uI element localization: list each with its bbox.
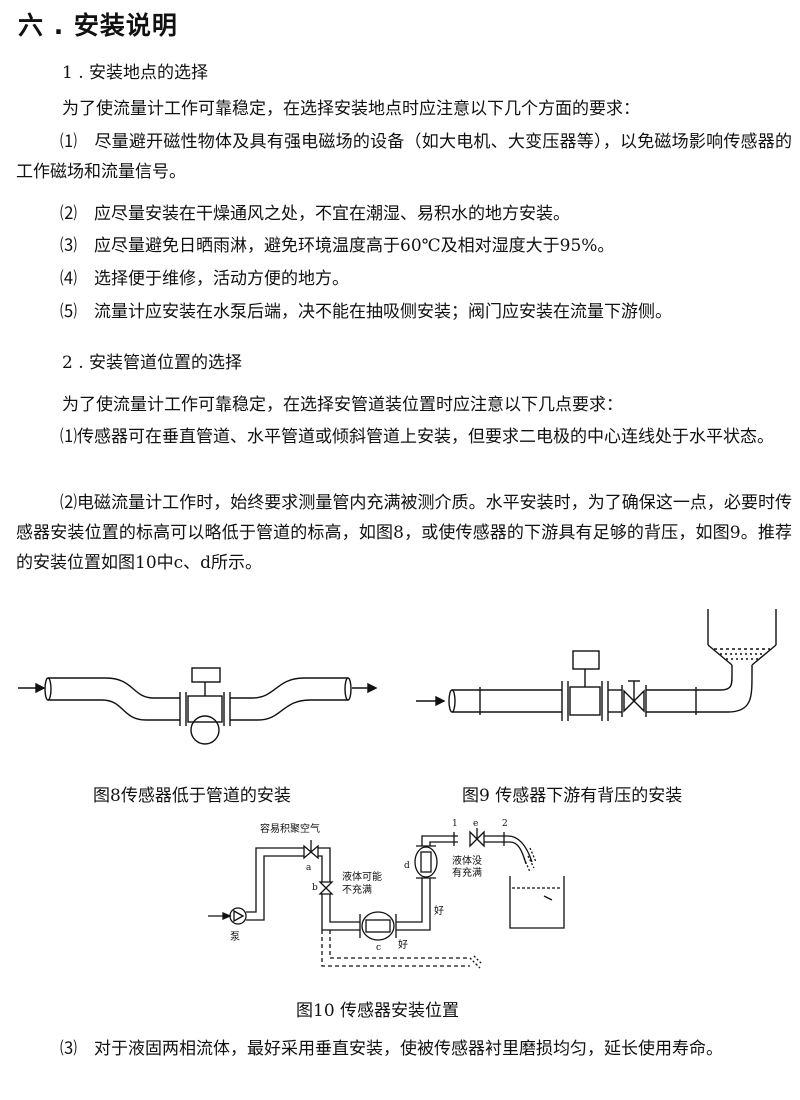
label-e: e (473, 819, 478, 829)
label-c: c (376, 943, 381, 953)
label-good-d: 好 (434, 905, 444, 917)
section1-item-2: ⑵ 应尽量安装在干燥通风之处，不宜在潮湿、易积水的地方安装。 (60, 204, 570, 224)
figure-10-labels: 容易积聚空气 a b c d e 1 2 液体可能 不充满 液体没 有充满 好 … (230, 819, 508, 953)
section1-intro: 为了使流量计工作可靠稳定，在选择安装地点时应注意以下几个方面的要求： (62, 99, 640, 119)
figure-8-caption: 图8传感器低于管道的安装 (93, 786, 291, 806)
label-may-not-full-1: 液体可能 (342, 870, 382, 883)
label-2: 2 (502, 819, 508, 829)
label-b: b (312, 883, 318, 893)
figure-10-caption: 图10 传感器安装位置 (296, 1001, 460, 1021)
figure-9-diagram (416, 609, 777, 721)
figure-8-diagram (18, 667, 378, 745)
section-title: 六 . 安装说明 (18, 11, 178, 40)
label-a: a (306, 863, 312, 873)
label-may-not-full-2: 不充满 (342, 883, 372, 896)
pump-icon (229, 907, 247, 925)
label-good-c: 好 (398, 939, 408, 951)
figure-9-caption: 图9 传感器下游有背压的安装 (462, 786, 683, 806)
section2-heading: 2 . 安装管道位置的选择 (62, 353, 243, 373)
section2-item-1: ⑴传感器可在垂直管道、水平管道或倾斜管道上安装，但要求二电极的中心连线处于水平状… (60, 427, 774, 447)
section1-item-1: ⑴ 尽量避开磁性物体及具有强电磁场的设备（如大电机、大变压器等），以免磁场影响传… (16, 132, 792, 182)
label-d: d (404, 861, 410, 871)
section2-item-3: ⑶ 对于液固两相流体，最好采用垂直安装，使被传感器衬里磨损均匀，延长使用寿命。 (60, 1039, 723, 1059)
section2-item-2: ⑵电磁流量计工作时，始终要求测量管内充满被测介质。水平安装时，为了确保这一点，必… (16, 493, 792, 573)
section1-item-5: ⑸ 流量计应安装在水泵后端，决不能在抽吸侧安装；阀门应安装在流量下游侧。 (60, 302, 672, 322)
section1-heading: 1 . 安装地点的选择 (62, 63, 209, 83)
label-pump: 泵 (230, 931, 240, 943)
label-not-full-1: 液体没 (452, 854, 482, 867)
section1-item-3: ⑶ 应尽量避免日晒雨淋，避免环境温度高于60℃及相对湿度大于95%。 (60, 236, 615, 256)
section2-intro: 为了使流量计工作可靠稳定，在选择安管道装位置时应注意以下几点要求： (62, 395, 623, 415)
figure-10-diagram (208, 828, 565, 969)
label-1: 1 (452, 819, 458, 829)
label-air: 容易积聚空气 (260, 822, 320, 835)
section1-item-4: ⑷ 选择便于维修，活动方便的地方。 (60, 269, 349, 289)
label-not-full-2: 有充满 (452, 866, 482, 879)
